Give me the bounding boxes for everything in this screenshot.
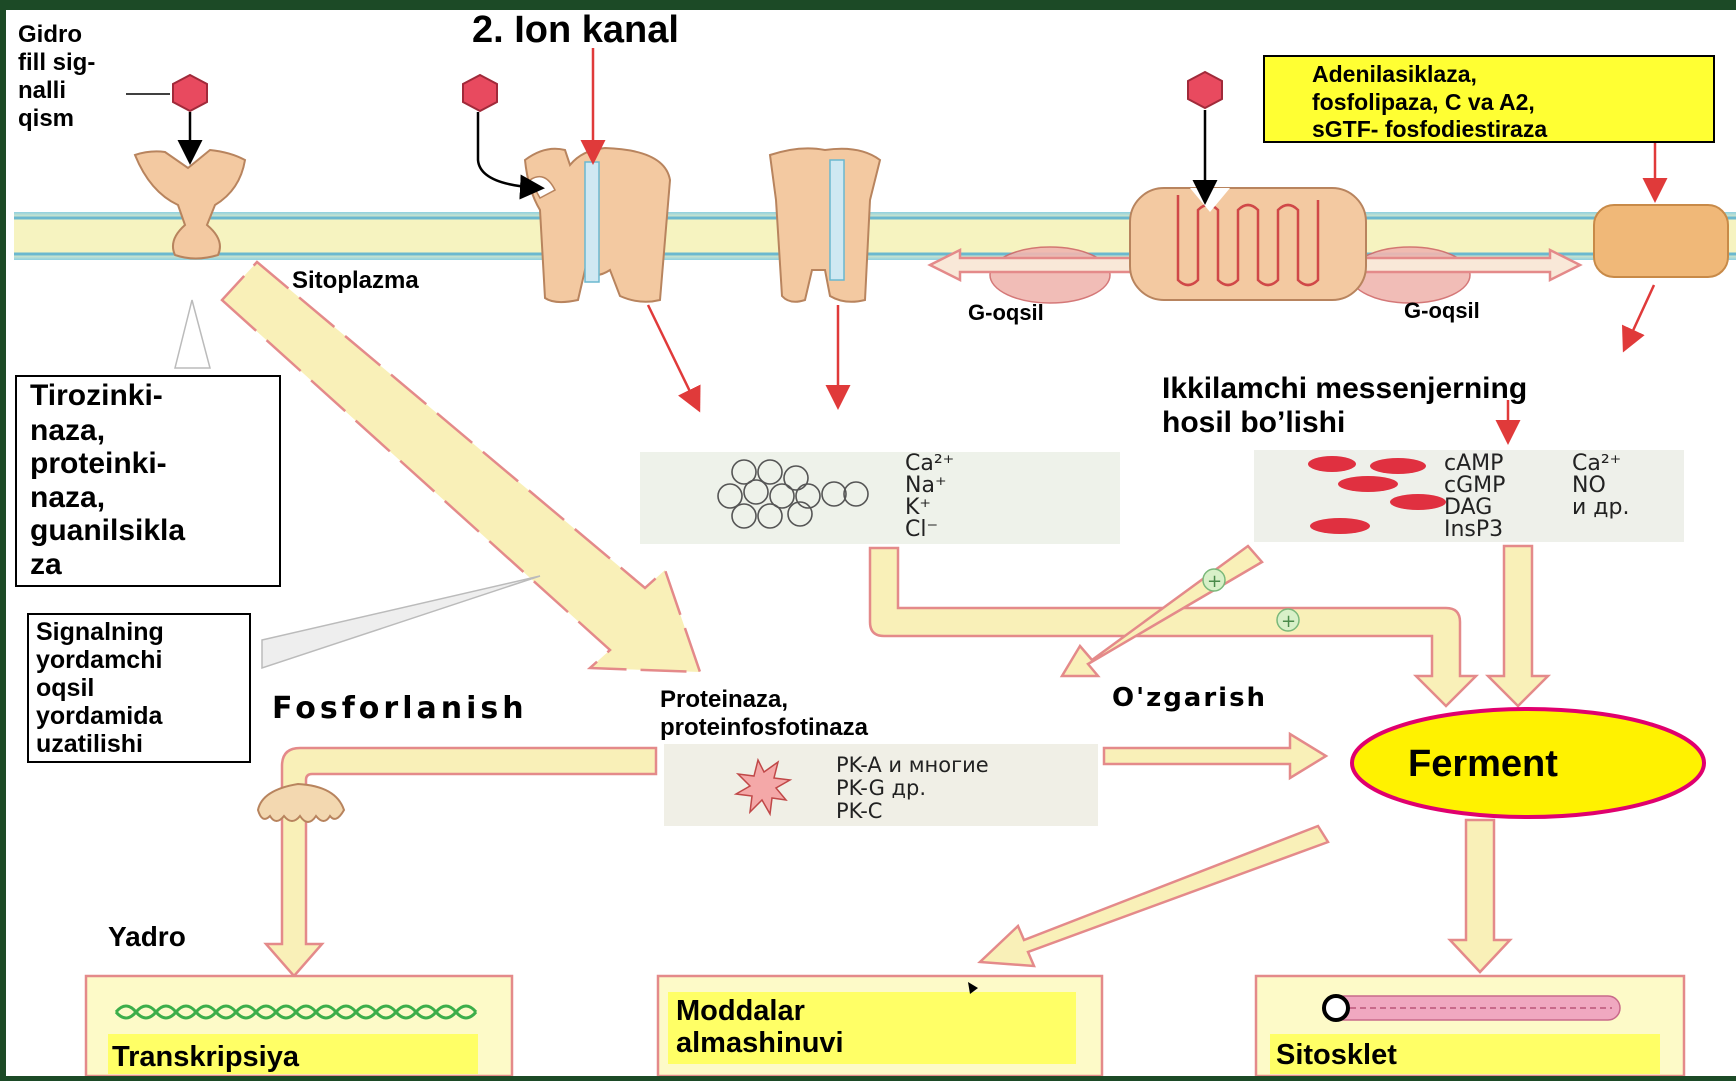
kinase-item-2: PK-G др. — [836, 776, 926, 800]
transcription-box: Transkripsiya — [86, 976, 512, 1076]
g-protein-left-label: G-oqsil — [968, 300, 1044, 325]
kinase-box: Tirozinki- naza, proteinki- naza, guanil… — [16, 376, 280, 586]
kinase-line-6: za — [30, 548, 62, 581]
kinase-panel: PK-A и многие PK-G др. PK-C — [664, 744, 1098, 826]
gpcr-receptor — [1130, 188, 1366, 300]
plus-sign-2: + — [1207, 571, 1222, 592]
signal-line-4: yordamida — [36, 702, 164, 730]
phosphorylation-label: Fosforlanish — [272, 691, 528, 726]
cell-membrane — [14, 212, 1736, 260]
ion-panel: Ca²⁺ Na⁺ K⁺ Cl⁻ — [640, 451, 1120, 544]
receptor-label-line-3: nalli — [18, 77, 66, 104]
ligand-hexagon-1 — [173, 75, 207, 111]
cytoplasm-label: Sitoplazma — [292, 267, 419, 294]
second-messenger-line-1: Ikkilamchi messenjerning — [1162, 372, 1527, 405]
plus-sign-1: + — [1281, 611, 1296, 632]
kinase-line-1: Tirozinki- — [30, 379, 163, 412]
kinase-line-4: naza, — [30, 481, 105, 514]
metabolism-line-1: Moddalar — [676, 995, 805, 1027]
enzymes-line-3: sGTF- fosfodiestiraza — [1312, 116, 1547, 142]
ion-channel-title: 2. Ion kanal — [472, 9, 679, 51]
enzymes-line-2: fosfolipaza, C va A2, — [1312, 89, 1535, 115]
ligand-hexagon-2 — [463, 75, 497, 111]
messenger-panel: cAMP cGMP DAG InsP3 Ca²⁺ NO и др. — [1254, 450, 1684, 542]
messenger-4: InsP3 — [1444, 517, 1503, 542]
enzymes-box: Adenilasiklaza, fosfolipaza, C va A2, sG… — [1264, 56, 1714, 142]
top-bar — [0, 0, 200, 10]
proteinase-line-2: proteinfosfotinaza — [660, 714, 869, 741]
receptor-label-line-4: qism — [18, 105, 74, 132]
signal-line-3: oqsil — [36, 674, 94, 702]
left-bar — [0, 0, 6, 1076]
metabolism-box: Moddalar almashinuvi — [658, 976, 1102, 1076]
cytoskeleton-label: Sitosklet — [1276, 1039, 1397, 1071]
messenger-right-3: и др. — [1572, 495, 1629, 520]
signal-line-2: yordamchi — [36, 646, 162, 674]
nucleus-label: Yadro — [108, 921, 186, 952]
g-protein-right — [1350, 247, 1470, 303]
ion-4: Cl⁻ — [905, 517, 938, 542]
receptor-label-line-1: Gidro — [18, 21, 82, 48]
ferment-node: Ferment — [1352, 709, 1704, 817]
ligand-hexagon-3 — [1188, 72, 1222, 108]
receptor-label-line-2: fill sig- — [18, 49, 95, 76]
signal-line-5: uzatilishi — [36, 730, 143, 758]
g-protein-left — [990, 247, 1110, 303]
kinase-item-3: PK-C — [836, 799, 882, 823]
messenger-list-left: cAMP cGMP DAG InsP3 — [1444, 451, 1512, 542]
cytoskeleton-box: Sitosklet — [1256, 976, 1684, 1076]
enzymes-line-1: Adenilasiklaza, — [1312, 61, 1477, 87]
ferment-label: Ferment — [1408, 743, 1558, 785]
kinase-line-3: proteinki- — [30, 447, 167, 480]
kinase-line-2: naza, — [30, 414, 105, 447]
signal-line-1: Signalning — [36, 618, 164, 646]
transcription-label: Transkripsiya — [112, 1041, 300, 1073]
ion-channel-1 — [525, 148, 670, 302]
proteinase-line-1: Proteinaza, — [660, 686, 788, 713]
change-label: O'zgarish — [1112, 683, 1267, 713]
signal-box: Signalning yordamchi oqsil yordamida uza… — [28, 614, 250, 762]
effector-enzyme — [1594, 205, 1728, 277]
cytoskeleton-icon — [1324, 996, 1620, 1020]
g-protein-right-label: G-oqsil — [1404, 298, 1480, 323]
second-messenger-line-2: hosil bo’lishi — [1162, 406, 1345, 439]
kinase-line-5: guanilsikla — [30, 514, 185, 547]
metabolism-line-2: almashinuvi — [676, 1027, 844, 1059]
kinase-item-1: PK-A и многие — [836, 753, 989, 777]
